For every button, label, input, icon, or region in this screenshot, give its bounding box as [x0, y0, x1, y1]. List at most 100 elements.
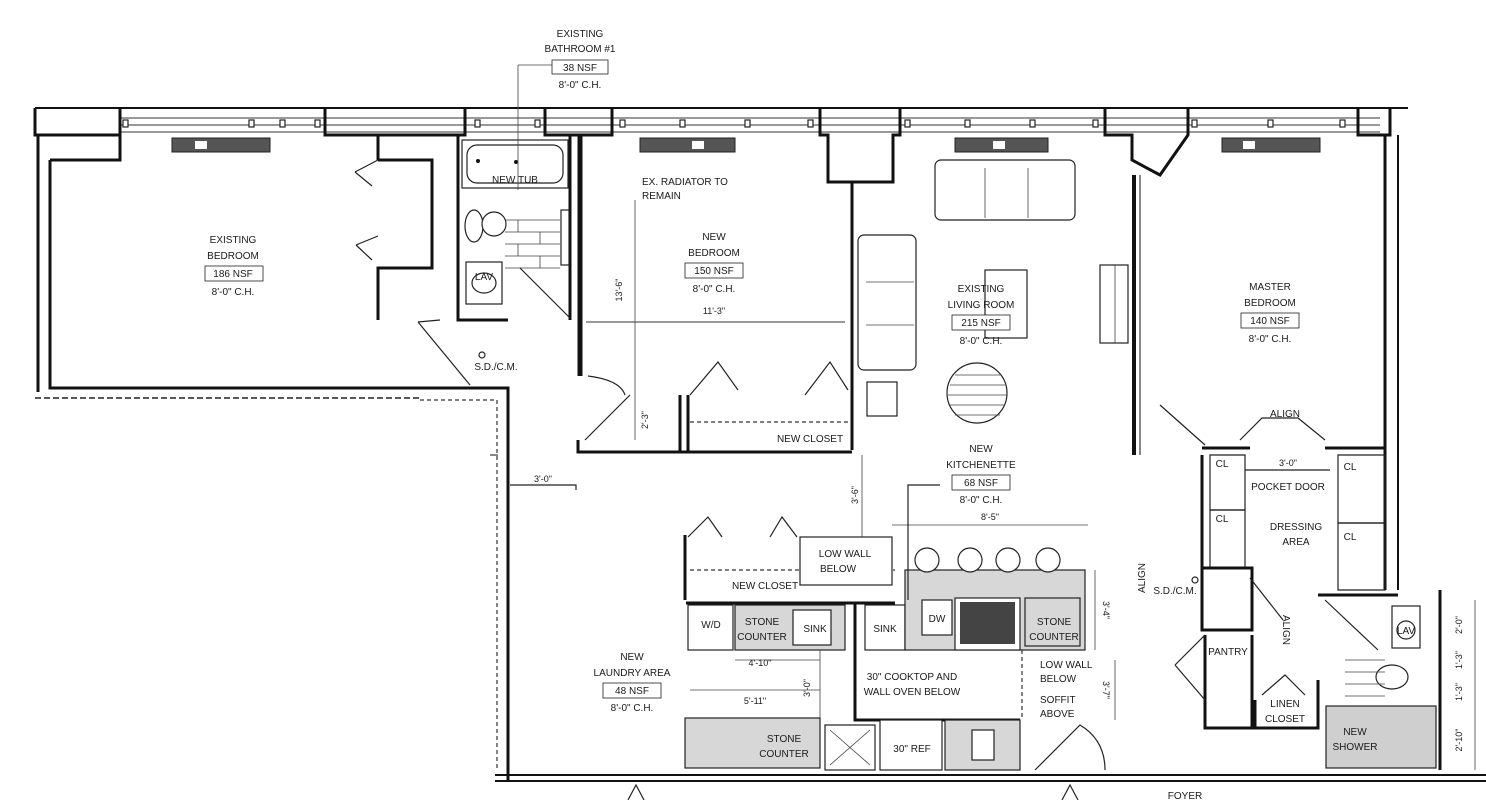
note-radiator-1: EX. RADIATOR TO: [642, 177, 728, 188]
laundry-label-1: NEW: [620, 652, 644, 663]
note-cooktop-b: WALL OVEN BELOW: [864, 687, 961, 698]
room-label-existing-bedroom: EXISTING BEDROOM 186 NSF 8'-0" C.H.: [204, 235, 264, 298]
new-bedroom-label-1: NEW: [702, 232, 726, 243]
note-lav-1: LAV: [475, 272, 493, 283]
master-label-1: MASTER: [1249, 282, 1291, 293]
note-align-3: ALIGN: [1280, 615, 1291, 645]
master-area: 140 NSF: [1250, 316, 1289, 327]
laundry-area: 48 NSF: [615, 686, 649, 697]
note-pocket-door: POCKET DOOR: [1251, 482, 1325, 493]
room-label-new-bedroom: NEW BEDROOM 150 NSF 8'-0" C.H.: [684, 232, 744, 295]
note-pantry: PANTRY: [1208, 647, 1248, 658]
note-align-1: ALIGN: [1270, 409, 1300, 420]
living-area: 215 NSF: [961, 318, 1000, 329]
note-sdcm-1: S.D./C.M.: [474, 362, 517, 373]
radiators: [171, 137, 1321, 153]
existing-bedroom-ceiling: 8'-0" C.H.: [212, 287, 255, 298]
note-low-wall2-b: BELOW: [1040, 674, 1077, 685]
note-cl-1: CL: [1216, 459, 1229, 470]
note-new-tub: NEW TUB: [492, 175, 538, 186]
dressing-label-2: AREA: [1282, 537, 1310, 548]
bath1-ceiling: 8'-0" C.H.: [559, 80, 602, 91]
note-align-2: ALIGN: [1137, 563, 1148, 593]
note-dw: DW: [929, 614, 946, 625]
bathroom-1: [456, 64, 572, 322]
bath1-label-2: BATHROOM #1: [545, 44, 616, 55]
kitchenette-area: 68 NSF: [964, 478, 998, 489]
dim-2-3: 2'-3": [640, 411, 650, 429]
window-markers: [122, 119, 1346, 128]
note-new-shower-b: SHOWER: [1333, 742, 1378, 753]
note-stone3-b: COUNTER: [759, 749, 808, 760]
note-soffit-a: SOFFIT: [1040, 695, 1076, 706]
note-stone2-b: COUNTER: [1029, 632, 1078, 643]
master-label-2: BEDROOM: [1244, 298, 1296, 309]
kitchenette-label-1: NEW: [969, 444, 993, 455]
note-stone2-a: STONE: [1037, 617, 1072, 628]
note-cl-4: CL: [1344, 532, 1357, 543]
new-bedroom-walls: [576, 135, 854, 454]
room-label-kitchenette: NEW KITCHENETTE 68 NSF 8'-0" C.H.: [946, 444, 1016, 506]
note-foyer: FOYER: [1168, 791, 1202, 800]
kitchenette-label-2: KITCHENETTE: [946, 460, 1016, 471]
existing-bedroom-label-1: EXISTING: [210, 235, 257, 246]
note-low-wall-a: LOW WALL: [819, 549, 872, 560]
tile-pattern: [505, 219, 560, 269]
master-bath: [1324, 590, 1476, 770]
note-new-closet-2: NEW CLOSET: [732, 581, 798, 592]
note-lav-2: LAV: [1397, 626, 1415, 637]
annotations: NEW TUB EX. RADIATOR TO REMAIN LAV S.D./…: [474, 175, 1415, 800]
dim-3-0-hall: 3'-0": [534, 474, 552, 484]
new-bedroom-ceiling: 8'-0" C.H.: [693, 284, 736, 295]
dim-4-10: 4'-10": [749, 658, 772, 668]
living-label-2: LIVING ROOM: [948, 300, 1015, 311]
dim-3-0-laundry: 3'-0": [802, 679, 812, 697]
dim-11-3: 11'-3": [703, 306, 725, 316]
new-bedroom-label-2: BEDROOM: [688, 248, 740, 259]
master-ceiling: 8'-0" C.H.: [1249, 334, 1292, 345]
dim-1-3-a: 1'-3": [1454, 651, 1464, 669]
living-ceiling: 8'-0" C.H.: [960, 336, 1003, 347]
bath1-label-1: EXISTING: [557, 29, 604, 40]
note-new-shower-a: NEW: [1343, 727, 1367, 738]
dressing-label-1: DRESSING: [1270, 522, 1322, 533]
room-label-living: EXISTING LIVING ROOM 215 NSF 8'-0" C.H.: [948, 284, 1015, 347]
dim-5-11: 5'-11": [744, 696, 766, 706]
laundry-label-2: LAUNDRY AREA: [594, 668, 671, 679]
note-stone3-a: STONE: [767, 734, 802, 745]
laundry-ceiling: 8'-0" C.H.: [611, 703, 654, 714]
note-linen-a: LINEN: [1270, 699, 1299, 710]
note-ref: 30" REF: [893, 744, 930, 755]
bath1-area: 38 NSF: [563, 63, 597, 74]
room-label-laundry: NEW LAUNDRY AREA 48 NSF 8'-0" C.H.: [594, 652, 671, 714]
dim-3-7: 3'-7": [1101, 681, 1111, 699]
note-wd: W/D: [701, 620, 720, 631]
dim-3-0-pocket: 3'-0": [1279, 458, 1297, 468]
dim-8-5: 8'-5": [981, 512, 999, 522]
dim-2-10: 2'-10": [1454, 729, 1464, 752]
note-sink-2: SINK: [873, 624, 897, 635]
dim-2-0: 2'-0": [1454, 616, 1464, 634]
note-new-closet-1: NEW CLOSET: [777, 434, 843, 445]
note-low-wall-b: BELOW: [820, 564, 857, 575]
note-stone1-a: STONE: [745, 617, 780, 628]
kitchen-laundry: [683, 455, 1116, 771]
room-label-bath1: EXISTING BATHROOM #1 38 NSF 8'-0" C.H.: [545, 29, 616, 91]
living-room-furniture: [857, 159, 1129, 424]
note-linen-b: CLOSET: [1265, 714, 1305, 725]
pantry-linen: [1174, 634, 1320, 730]
note-sink-1: SINK: [803, 624, 827, 635]
dim-3-4: 3'-4": [1101, 601, 1111, 619]
existing-bedroom-walls: [36, 135, 471, 392]
note-stone1-b: COUNTER: [737, 632, 786, 643]
dim-3-6: 3'-6": [850, 486, 860, 504]
dim-13-6: 13'-6": [614, 279, 624, 302]
note-sdcm-2: S.D./C.M.: [1153, 586, 1196, 597]
corridor-walls: [35, 386, 577, 780]
note-cooktop-a: 30" COOKTOP AND: [867, 672, 957, 683]
room-label-master: MASTER BEDROOM 140 NSF 8'-0" C.H.: [1240, 282, 1300, 345]
new-bedroom-area: 150 NSF: [694, 266, 733, 277]
dimensions: 13'-6" 11'-3" 2'-3" 3'-0" 3'-6" 8'-5" 3'…: [534, 279, 1464, 752]
exterior-wall-bottom: [495, 774, 1486, 800]
